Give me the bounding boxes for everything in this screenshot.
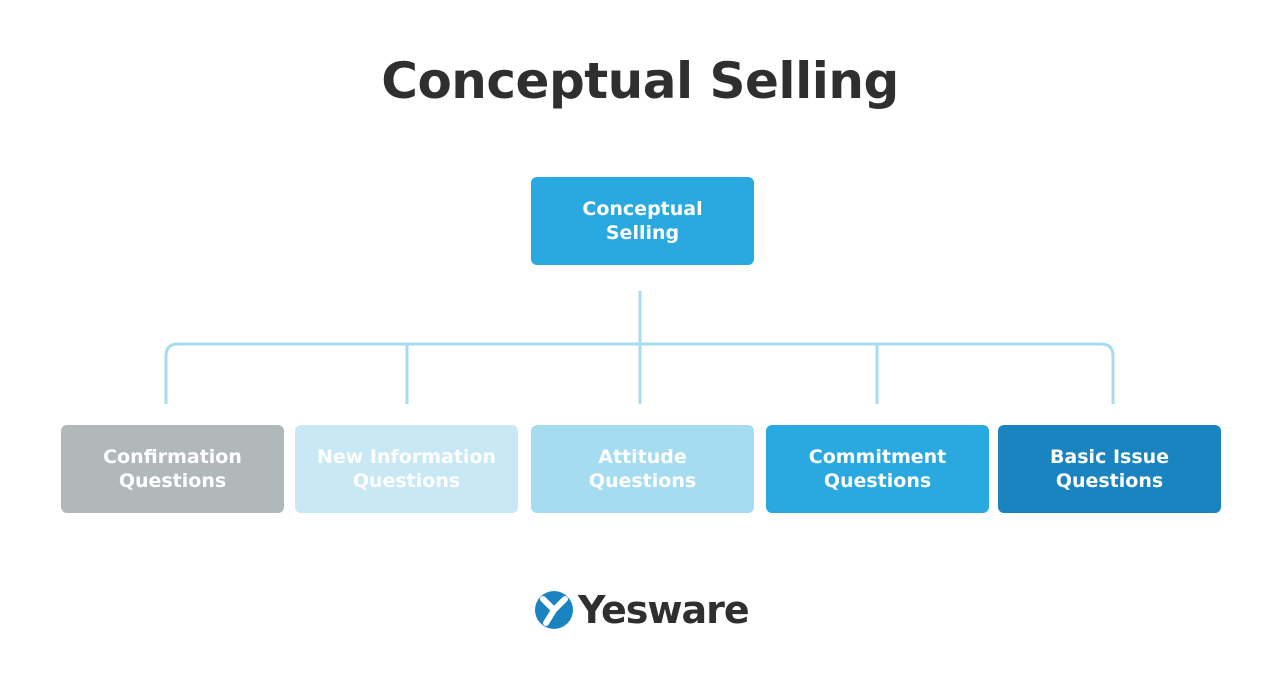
node-basic-issue-questions: Basic Issue Questions (998, 425, 1221, 513)
yesware-logo-icon (535, 591, 573, 629)
node-new-information-questions: New Information Questions (295, 425, 518, 513)
root-node: Conceptual Selling (531, 177, 754, 265)
page-title: Conceptual Selling (381, 52, 899, 110)
yesware-logo: Yesware (534, 588, 750, 632)
node-attitude-questions: Attitude Questions (531, 425, 754, 513)
node-commitment-questions: Commitment Questions (766, 425, 989, 513)
node-confirmation-questions: Confirmation Questions (61, 425, 284, 513)
yesware-logo-text: Yesware (578, 588, 750, 632)
connector-bar (164, 342, 1115, 404)
